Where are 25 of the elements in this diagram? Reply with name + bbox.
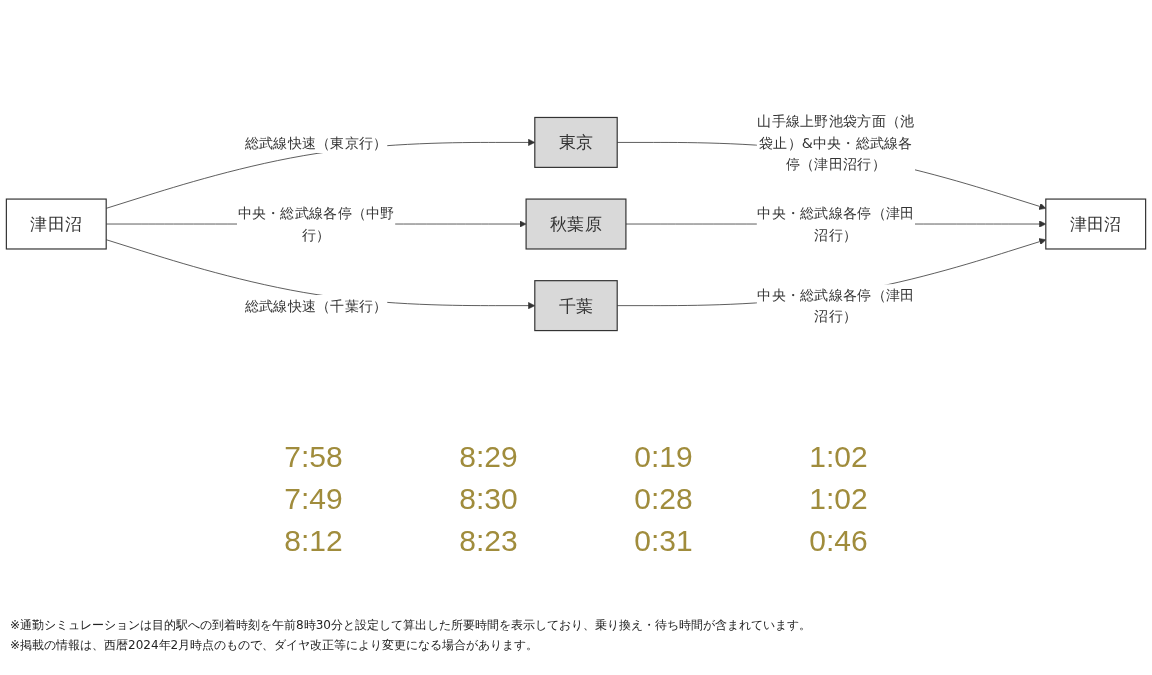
- edge-label: 総武線快速（東京行）: [244, 133, 388, 151]
- time-label: 0:28: [633, 482, 694, 516]
- time-label: 8:12: [283, 524, 344, 558]
- edge-label: 中央・総武線各停（中野行）: [237, 204, 395, 243]
- time-label: 0:31: [633, 524, 694, 558]
- node-box: 津田沼: [5, 198, 107, 250]
- time-label: 1:02: [808, 440, 869, 474]
- node-box: 津田沼: [1045, 198, 1147, 250]
- time-label: 7:58: [283, 440, 344, 474]
- time-label: 8:30: [458, 482, 519, 516]
- node-box: 秋葉原: [525, 198, 627, 250]
- time-label: 8:23: [458, 524, 519, 558]
- node-box: 東京: [534, 116, 618, 168]
- node-box: 千葉: [534, 279, 618, 331]
- time-label: 1:02: [808, 482, 869, 516]
- edge-label: 総武線快速（千葉行）: [244, 296, 388, 314]
- footnote: ※通勤シミュレーションは目的駅への到着時刻を午前8時30分と設定して算出した所要時間を表示しており、乗り換え・待ち時間が含まれています。: [10, 617, 812, 634]
- time-label: 7:49: [283, 482, 344, 516]
- time-label: 8:29: [458, 440, 519, 474]
- edge-label: 山手線上野池袋方面（池袋止）&中央・総武線各停（津田沼行）: [757, 112, 915, 172]
- time-label: 0:19: [633, 440, 694, 474]
- edge-label: 中央・総武線各停（津田沼行）: [757, 204, 915, 243]
- footnote: ※掲載の情報は、西暦2024年2月時点のもので、ダイヤ改正等により変更になる場合があります。: [10, 637, 540, 654]
- edge-label: 中央・総武線各停（津田沼行）: [757, 286, 915, 325]
- time-label: 0:46: [808, 524, 869, 558]
